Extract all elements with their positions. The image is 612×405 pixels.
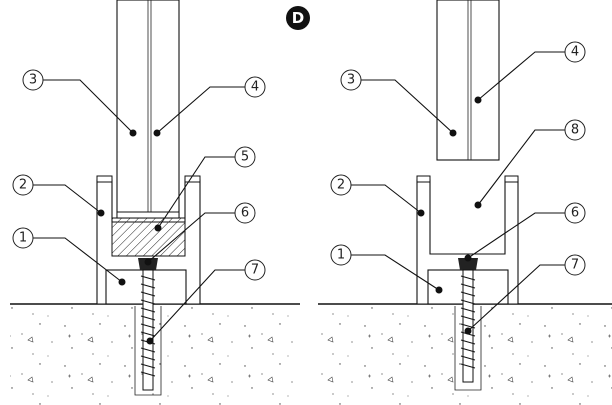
svg-text:2: 2	[19, 178, 27, 193]
callout-7: 7	[564, 254, 586, 276]
svg-text:D: D	[292, 9, 304, 27]
right-view: 3 4 8 2 6 1 7	[318, 0, 612, 405]
callout-3: 3	[340, 69, 362, 91]
callout-2: 2	[12, 174, 34, 196]
callout-4: 4	[564, 41, 586, 63]
svg-text:8: 8	[571, 123, 579, 138]
anchor-screw	[140, 269, 156, 391]
svg-text:4: 4	[571, 45, 579, 60]
svg-text:1: 1	[19, 231, 27, 246]
callout-3: 3	[22, 69, 44, 91]
callout-7: 7	[244, 259, 266, 281]
left-view: 3 4 5 2 6 1 7	[10, 0, 300, 405]
callout-5: 5	[234, 146, 256, 168]
svg-text:1: 1	[337, 248, 345, 263]
svg-text:7: 7	[251, 263, 259, 278]
svg-text:5: 5	[241, 150, 249, 165]
svg-text:7: 7	[571, 258, 579, 273]
svg-text:3: 3	[29, 73, 37, 88]
callout-4: 4	[244, 76, 266, 98]
callout-2: 2	[330, 174, 352, 196]
callout-1: 1	[330, 244, 352, 266]
callout-1: 1	[12, 227, 34, 249]
callout-6: 6	[564, 202, 586, 224]
clamping-wedge	[111, 217, 186, 257]
svg-text:4: 4	[251, 80, 259, 95]
concrete-base	[10, 304, 300, 405]
svg-text:6: 6	[241, 206, 249, 221]
svg-text:6: 6	[571, 206, 579, 221]
callout-6: 6	[234, 202, 256, 224]
svg-text:2: 2	[337, 178, 345, 193]
callout-8: 8	[564, 119, 586, 141]
svg-text:3: 3	[347, 73, 355, 88]
step-badge: D	[286, 6, 310, 30]
screw-head	[458, 258, 478, 270]
